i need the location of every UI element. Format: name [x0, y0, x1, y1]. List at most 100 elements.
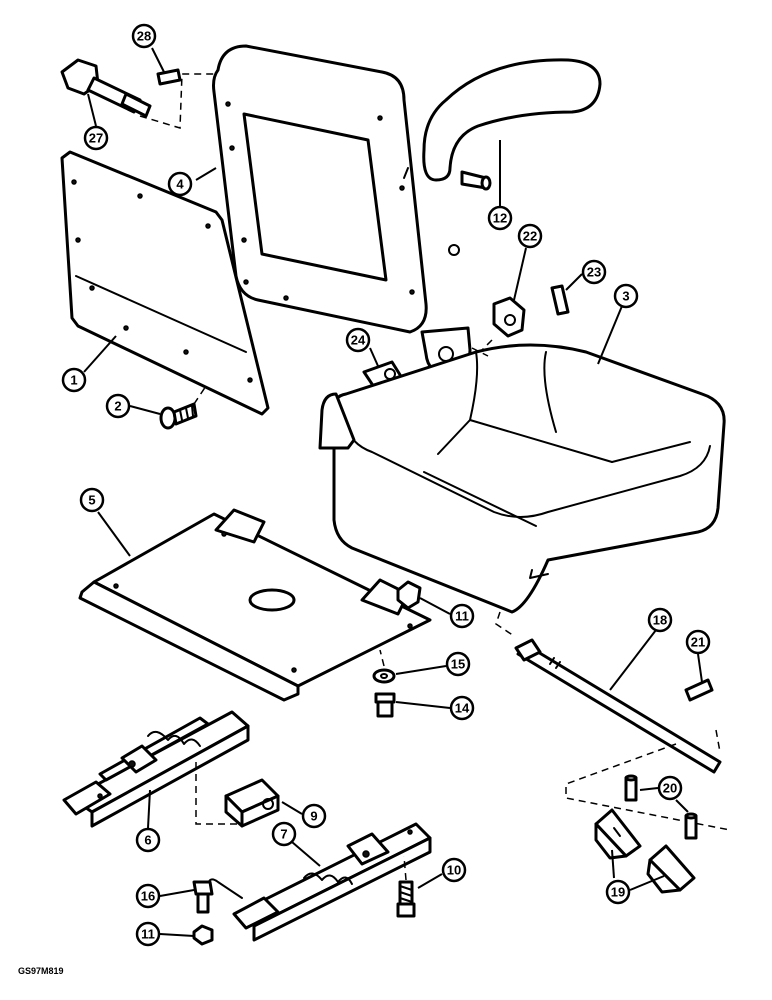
callout-27: 27 — [83, 125, 109, 151]
leader-11-upper — [419, 597, 451, 615]
callout-3: 3 — [613, 283, 639, 309]
part-washer-15 — [372, 668, 396, 684]
callout-16: 16 — [135, 883, 161, 909]
leader-7 — [291, 841, 321, 867]
callout-label: 11 — [455, 609, 469, 624]
callout-label: 21 — [691, 635, 705, 650]
part-slide-rail-6 — [62, 710, 250, 828]
part-bracket-9 — [224, 778, 280, 828]
leader-4 — [195, 167, 217, 181]
leader-15 — [395, 665, 447, 675]
leader-21 — [697, 653, 703, 683]
callout-label: 7 — [280, 827, 287, 842]
leader-3 — [597, 305, 623, 365]
part-pin-20a — [624, 774, 638, 802]
leader-2 — [129, 405, 161, 415]
callout-label: 15 — [451, 657, 465, 672]
leader-10 — [417, 873, 443, 889]
callout-28: 28 — [131, 23, 157, 49]
part-nut-11-lower — [192, 924, 214, 946]
part-armrest-12 — [422, 58, 602, 191]
part-bolt-16 — [192, 880, 214, 914]
dashed-line-27-28 — [139, 73, 214, 129]
part-back-panel-1 — [60, 150, 270, 416]
leader-16 — [159, 889, 195, 897]
leader-18 — [609, 629, 657, 691]
callout-label: 4 — [176, 177, 184, 192]
dashed-line-15 — [379, 649, 385, 667]
leader-19a — [611, 849, 615, 879]
callout-21: 21 — [685, 629, 711, 655]
leader-19b — [629, 875, 665, 891]
part-screw-2 — [159, 402, 198, 430]
part-pin-21 — [684, 678, 714, 702]
leader-9 — [281, 801, 303, 815]
callout-1: 1 — [61, 367, 87, 393]
callout-14: 14 — [449, 695, 475, 721]
callout-label: 23 — [587, 265, 601, 280]
leader-1 — [83, 335, 117, 373]
leader-23 — [565, 273, 583, 291]
part-roll-pin-28 — [156, 68, 182, 86]
part-bolt-10 — [396, 880, 416, 918]
callout-20: 20 — [657, 775, 683, 801]
callout-label: 24 — [351, 333, 366, 348]
callout-label: 9 — [310, 809, 317, 824]
callout-label: 6 — [144, 833, 151, 848]
callout-9: 9 — [301, 803, 327, 829]
callout-label: 10 — [447, 863, 461, 878]
part-slide-rail-7 — [207, 822, 432, 942]
leader-27 — [87, 93, 97, 127]
callout-15: 15 — [445, 651, 471, 677]
callout-label: 16 — [141, 889, 155, 904]
callout-4: 4 — [167, 171, 193, 197]
callout-label: 27 — [89, 131, 103, 146]
callout-label: 20 — [663, 781, 677, 796]
leader-28 — [151, 47, 165, 73]
callout-label: 28 — [137, 29, 151, 44]
leader-14 — [395, 701, 451, 709]
callout-label: 1 — [70, 373, 77, 388]
callout-10: 10 — [441, 857, 467, 883]
leader-24 — [369, 347, 379, 367]
dashed-line-18 — [715, 729, 721, 753]
leader-11-lower — [159, 933, 195, 937]
callout-22: 22 — [517, 223, 543, 249]
part-knob-27 — [60, 58, 152, 118]
dashed-line-seat — [471, 347, 515, 637]
leader-5 — [97, 511, 131, 557]
leader-22 — [513, 247, 527, 301]
callout-7: 7 — [271, 821, 297, 847]
part-nut-11-upper — [396, 580, 422, 610]
callout-5: 5 — [79, 487, 105, 513]
dashed-box-19 — [565, 743, 731, 831]
callout-label: 3 — [622, 289, 629, 304]
callout-label: 2 — [114, 399, 121, 414]
callout-19: 19 — [605, 879, 631, 905]
part-pin-23 — [550, 284, 570, 316]
callout-23: 23 — [581, 259, 607, 285]
part-wedge-19a — [594, 808, 642, 860]
part-rod-18 — [514, 638, 722, 774]
callout-2: 2 — [105, 393, 131, 419]
callout-6: 6 — [135, 827, 161, 853]
dashed-line-10 — [403, 855, 407, 881]
leader-20b — [675, 799, 689, 813]
callout-label: 5 — [88, 493, 95, 508]
part-seat-cushion-3 — [318, 343, 726, 614]
callout-24: 24 — [345, 327, 371, 353]
callout-12: 12 — [487, 205, 513, 231]
dashed-line-rail — [195, 762, 240, 825]
callout-label: 12 — [493, 211, 507, 226]
callout-18: 18 — [647, 607, 673, 633]
callout-label: 18 — [653, 613, 667, 628]
part-knob-22 — [492, 296, 526, 338]
dashed-line-2 — [193, 385, 207, 405]
callout-label: 11 — [141, 927, 155, 942]
part-seat-pan-5 — [78, 508, 432, 702]
part-backrest-4 — [212, 44, 472, 376]
leader-6 — [147, 789, 151, 829]
callout-11-upper: 11 — [449, 603, 475, 629]
part-wedge-19b — [646, 844, 696, 894]
